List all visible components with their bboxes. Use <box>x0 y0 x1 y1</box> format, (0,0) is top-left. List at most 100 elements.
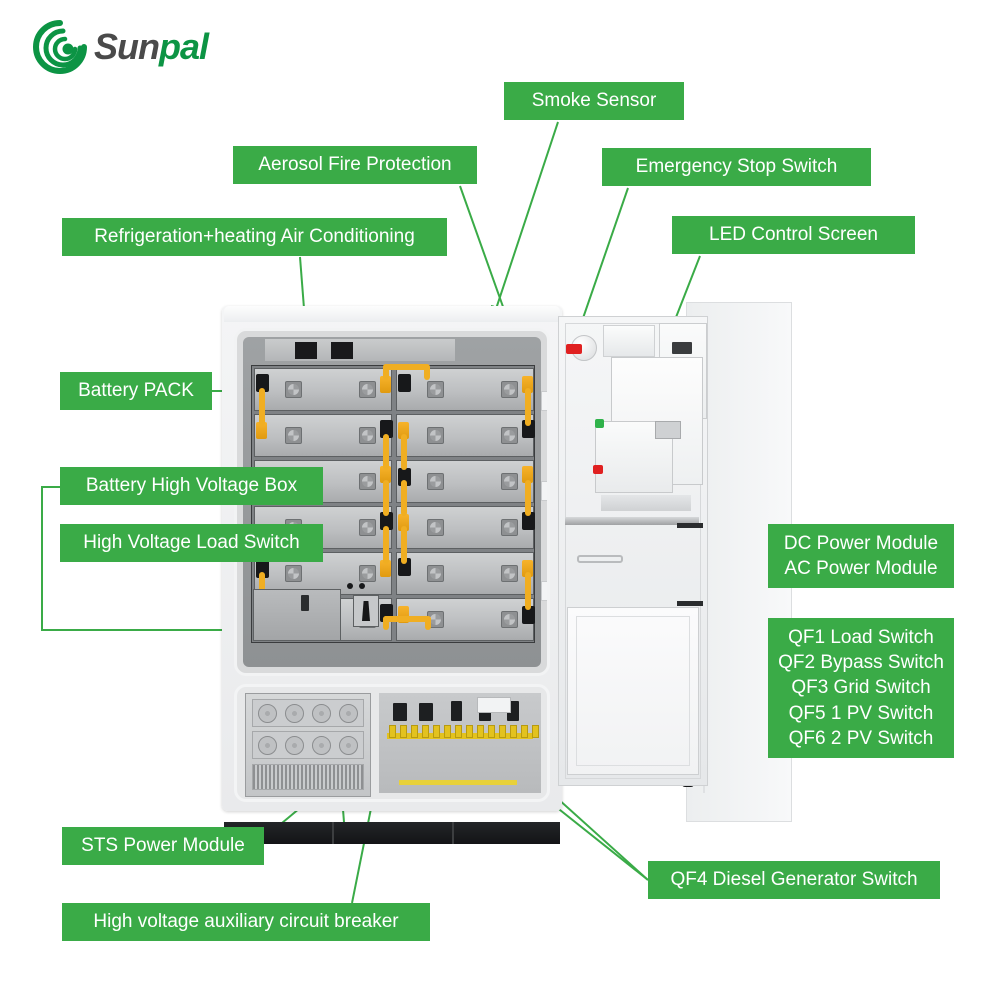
battery-connector-orange <box>522 466 533 483</box>
callout-label-emergency-stop-switch: Emergency Stop Switch <box>602 148 871 186</box>
busbar-clip <box>532 725 539 738</box>
battery-module-fan <box>427 427 444 444</box>
battery-pack-module <box>396 414 534 457</box>
busbar-clip <box>499 725 506 738</box>
sunpal-spiral-logo-icon <box>30 18 88 76</box>
power-cable <box>401 434 407 470</box>
battery-module-fan <box>359 565 376 582</box>
callout-label-high-voltage-load-switch: High Voltage Load Switch <box>60 524 323 562</box>
power-cable <box>525 388 531 426</box>
power-cable <box>525 480 531 516</box>
battery-module-fan <box>501 381 518 398</box>
brand-name-part1: Sun <box>94 26 160 67</box>
battery-connector-orange <box>380 466 391 483</box>
module-slot <box>655 421 681 439</box>
callout-label-refrigeration-heating-ac: Refrigeration+heating Air Conditioning <box>62 218 447 256</box>
battery-module-fan <box>501 565 518 582</box>
brand-name-part2: pal <box>159 26 209 67</box>
battery-module-fan <box>427 565 444 582</box>
busbar-clip <box>411 725 418 738</box>
battery-pack-module <box>396 368 534 411</box>
battery-connector-black <box>398 374 411 392</box>
battery-module-fan <box>501 519 518 536</box>
battery-high-voltage-box <box>253 589 341 641</box>
power-cable <box>401 526 407 564</box>
battery-module-fan <box>501 427 518 444</box>
switchgear-panel <box>379 693 541 793</box>
sts-vent-grille <box>252 764 364 790</box>
qf-breaker-switch[interactable] <box>419 703 433 721</box>
hv-aux-circuit-breaker <box>301 595 309 611</box>
battery-connector-orange <box>522 560 533 577</box>
callout-label-smoke-sensor: Smoke Sensor <box>504 82 684 120</box>
busbar-clip <box>521 725 528 738</box>
battery-connector-orange <box>398 422 409 439</box>
sts-power-module <box>245 693 371 797</box>
status-indicator-green <box>595 419 604 428</box>
power-cable <box>259 388 265 426</box>
battery-module-fan <box>359 381 376 398</box>
sts-fan-row <box>252 699 364 727</box>
brand-wordmark: Sunpal <box>94 26 209 67</box>
callout-label-led-control-screen: LED Control Screen <box>672 216 915 254</box>
lower-access-door[interactable] <box>567 607 699 775</box>
power-cable <box>383 616 431 622</box>
battery-connector-black <box>522 512 535 530</box>
door-inner-equipment-panel <box>558 316 708 786</box>
battery-pack-module <box>396 506 534 549</box>
cable-tray <box>601 495 691 511</box>
battery-pack-module <box>396 552 534 595</box>
power-cable <box>525 572 531 610</box>
callout-label-dc-ac-power-module: DC Power Module AC Power Module <box>768 524 954 588</box>
indicator-dot <box>359 583 365 589</box>
battery-module-fan <box>285 565 302 582</box>
callout-label-qf-switch-list: QF1 Load Switch QF2 Bypass Switch QF3 Gr… <box>768 618 954 758</box>
ground-strip <box>399 780 517 785</box>
qf-breaker-switch[interactable] <box>393 703 407 721</box>
battery-module-fan <box>501 611 518 628</box>
leader-smoke-sensor <box>491 121 559 320</box>
indicator-dot <box>347 583 353 589</box>
busbar-clip <box>422 725 429 738</box>
battery-connector-black <box>380 512 393 530</box>
busbar-clip <box>400 725 407 738</box>
callout-label-qf4-diesel-generator: QF4 Diesel Generator Switch <box>648 861 940 899</box>
brand-logo: Sunpal <box>30 18 209 76</box>
battery-pack-module <box>254 368 392 411</box>
busbar-clip <box>477 725 484 738</box>
cabinet-base-plinth <box>224 822 560 844</box>
busbar-clip <box>433 725 440 738</box>
power-cable <box>383 480 389 516</box>
battery-connector-black <box>522 606 535 624</box>
battery-module-fan <box>285 381 302 398</box>
divider-shelf <box>565 517 699 525</box>
battery-module-fan <box>285 427 302 444</box>
high-voltage-load-switch <box>353 595 379 627</box>
battery-module-fan <box>359 427 376 444</box>
power-cable <box>383 434 389 470</box>
qf-breaker-switch[interactable] <box>451 701 462 721</box>
battery-connector-black <box>256 374 269 392</box>
busbar-clip <box>488 725 495 738</box>
cabinet-door-assembly <box>558 302 792 822</box>
busbar-clip <box>510 725 517 738</box>
battery-module-fan <box>359 473 376 490</box>
door-handle[interactable] <box>577 555 623 563</box>
power-cable <box>383 364 429 370</box>
callout-label-aerosol-fire-protection: Aerosol Fire Protection <box>233 146 477 184</box>
qf4-diesel-generator-switch[interactable] <box>477 697 511 713</box>
battery-module-fan <box>427 473 444 490</box>
battery-connector-orange <box>398 514 409 531</box>
battery-pack-module <box>396 460 534 503</box>
air-conditioning-duct <box>603 325 655 357</box>
aerosol-fire-protection-unit <box>265 339 455 361</box>
sts-fan-row <box>252 731 364 759</box>
power-cable <box>383 526 389 564</box>
battery-connector-orange <box>380 376 391 393</box>
door-latch-strip <box>541 581 547 601</box>
battery-pack-module <box>254 414 392 457</box>
door-latch-strip <box>541 481 547 501</box>
power-cable <box>425 616 431 630</box>
emergency-stop-switch[interactable] <box>566 335 597 361</box>
battery-connector-orange <box>380 560 391 577</box>
